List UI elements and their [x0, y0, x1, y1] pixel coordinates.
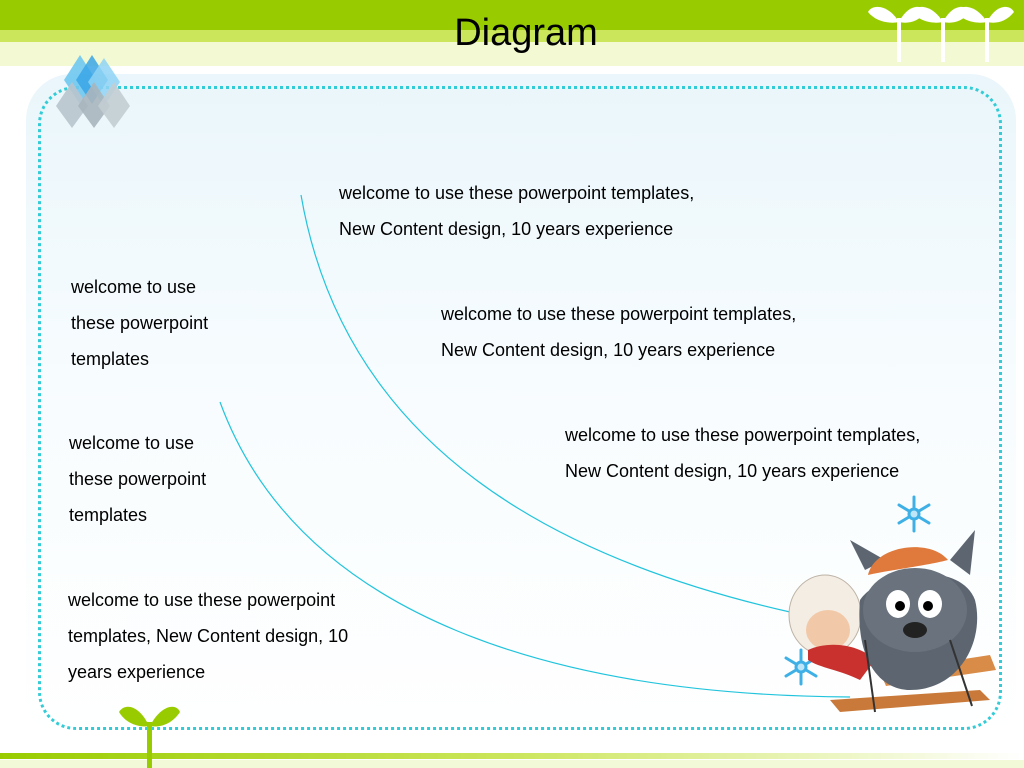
- bottom-band: [0, 753, 1024, 759]
- bottom-band-light: [0, 760, 1024, 768]
